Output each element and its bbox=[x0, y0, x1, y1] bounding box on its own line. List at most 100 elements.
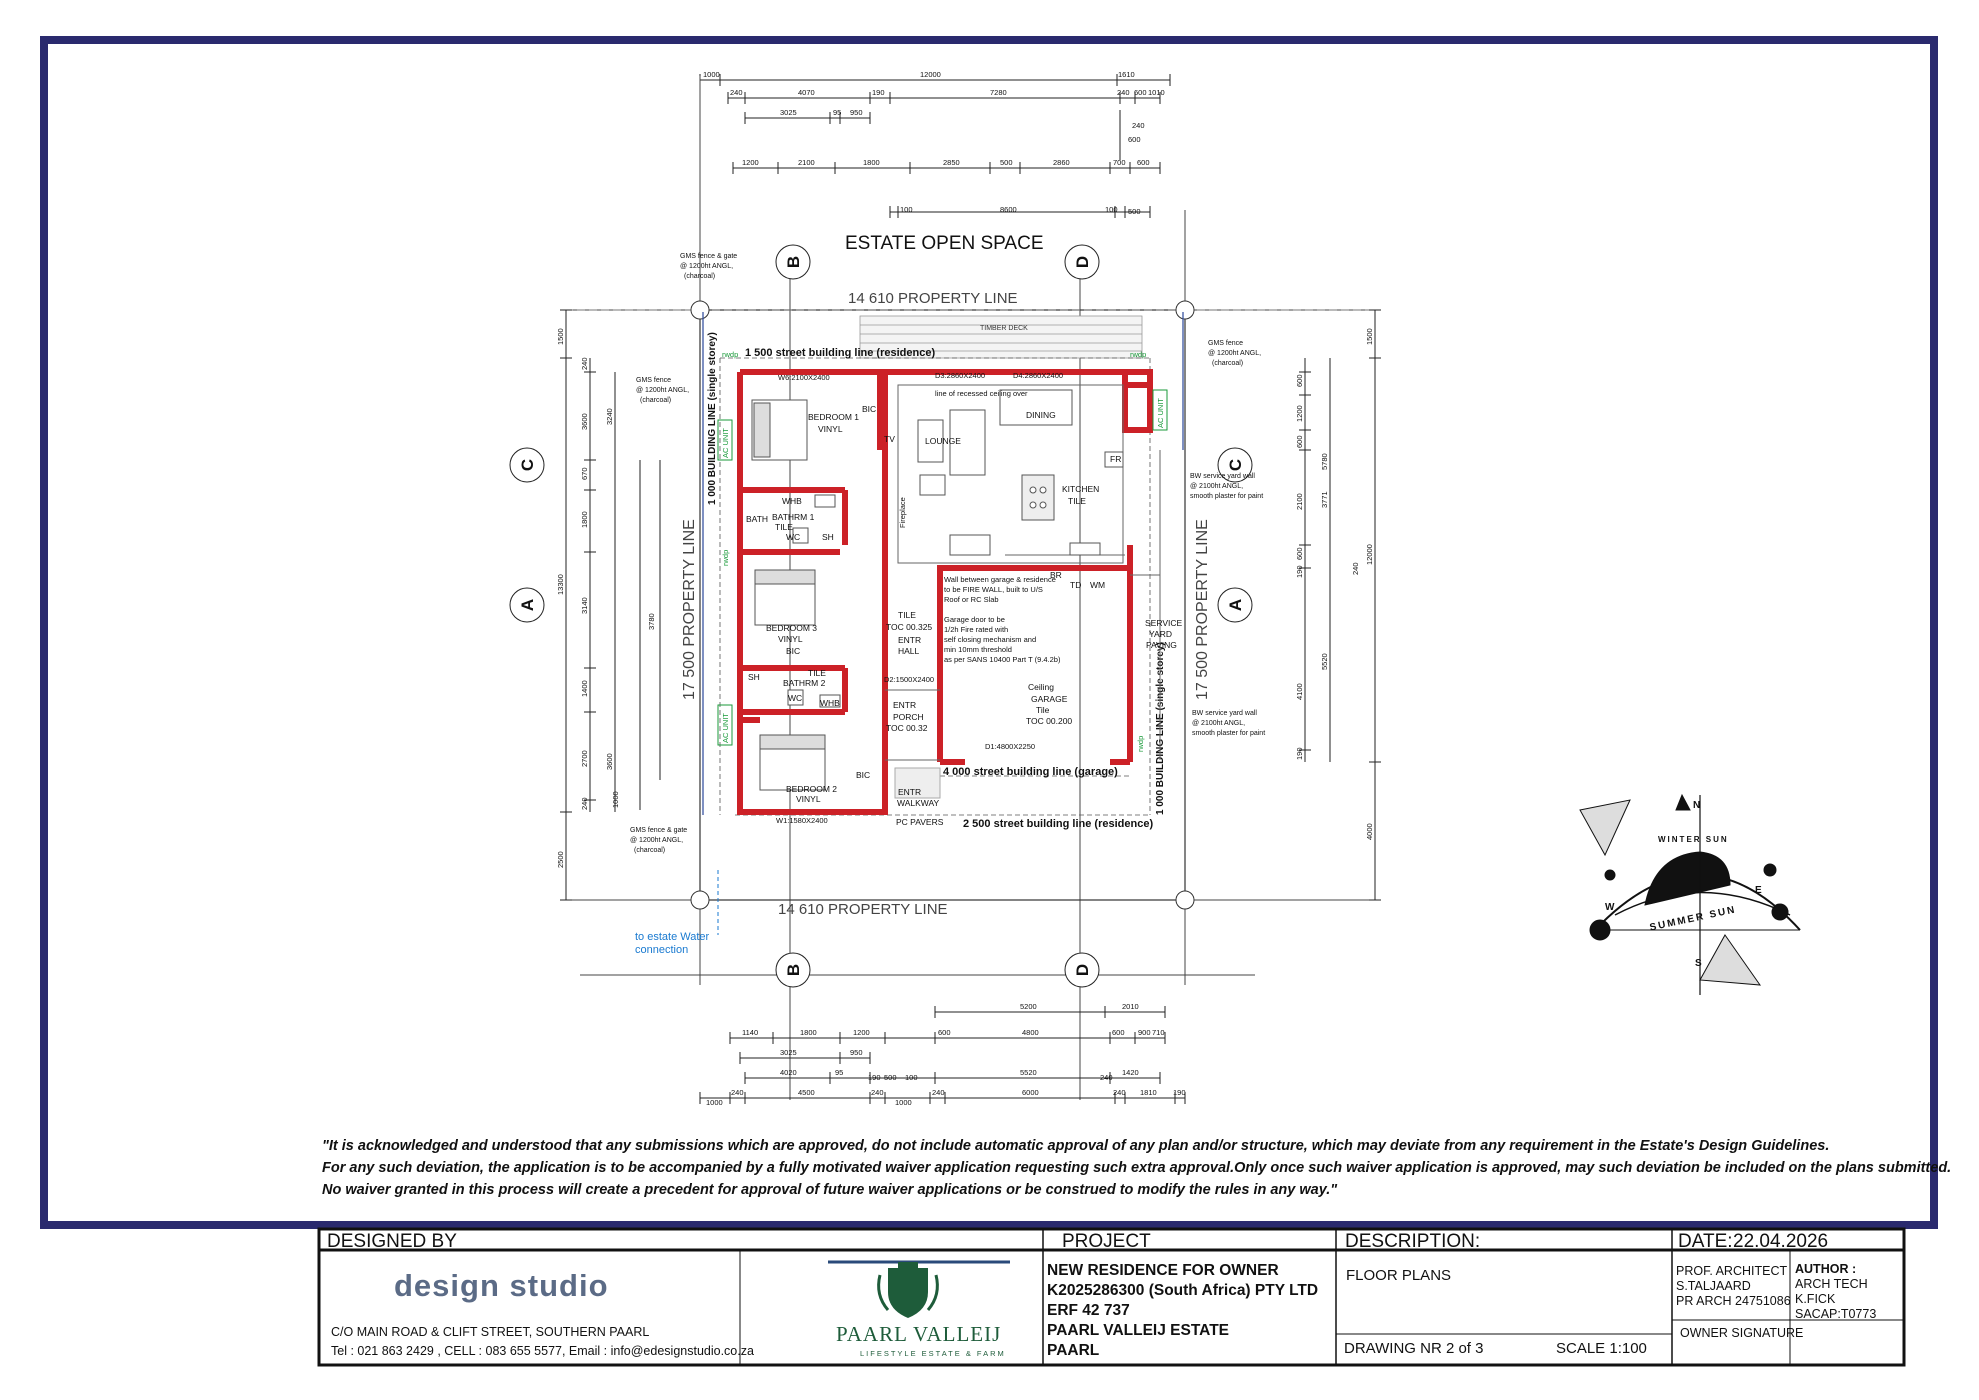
dim-right-mid-1: 600 bbox=[1295, 374, 1304, 387]
dim-bottom-r5-9: 1810 bbox=[1140, 1088, 1157, 1097]
dim-top-r3-2: 95 bbox=[833, 108, 841, 117]
whb-2 bbox=[819, 694, 841, 708]
furniture bbox=[751, 389, 1124, 791]
dim-bottom-r2-8: 710 bbox=[1152, 1028, 1165, 1037]
summer-sun-arc bbox=[1614, 891, 1791, 916]
bic-bedroom3: BIC bbox=[786, 646, 800, 656]
dim-left-outer-3: 2500 bbox=[556, 851, 565, 868]
bw-wall-top-3: smooth plaster for paint bbox=[1190, 493, 1263, 500]
ac-unit-dining: AC UNIT bbox=[1156, 398, 1165, 428]
dim-bottom-r1-2: 2010 bbox=[1122, 1002, 1139, 1011]
project-line-2: K2025286300 (South Africa) PTY LTD bbox=[1047, 1282, 1319, 1299]
pointer-bottom-right-icon bbox=[1699, 934, 1762, 986]
logo-subtitle: LIFESTYLE ESTATE & FARM bbox=[860, 1349, 1006, 1358]
project-label: PROJECT bbox=[1062, 1231, 1151, 1252]
garage-door-note-5: as per SANS 10400 Part T (9.4.2b) bbox=[944, 655, 1061, 664]
rwdp-left: rwdp bbox=[721, 550, 730, 566]
property-boundary bbox=[565, 300, 1380, 910]
garage-door-note-1: Garage door to be bbox=[944, 615, 1005, 624]
whb-2-label: WHB bbox=[820, 698, 840, 708]
summer-sunset-icon bbox=[1589, 919, 1611, 941]
dim-bottom-r4-7: 240 bbox=[1100, 1073, 1113, 1082]
garage-walls bbox=[937, 545, 1133, 765]
dim-left-mid-11: 240 bbox=[580, 797, 589, 810]
dim-left-mid-3: 670 bbox=[580, 467, 589, 480]
dim-bottom-r2-1: 1140 bbox=[742, 1028, 758, 1037]
building-line-left-label: 1 000 BUILDING LINE (single storey) bbox=[707, 332, 718, 505]
building-lines bbox=[719, 357, 1151, 816]
fire-wall-note-2: to be FIRE WALL, built to U/S bbox=[944, 585, 1043, 594]
street-line-bottom-label: 2 500 street building line (residence) bbox=[963, 818, 1153, 830]
grid-label-a-right: A bbox=[1226, 599, 1245, 611]
garage-door-note-4: min 10mm threshold bbox=[944, 645, 1012, 654]
dim-top-r2-1: 240 bbox=[730, 88, 743, 97]
dim-left-mid-4: 1800 bbox=[580, 511, 589, 528]
dim-bottom-r2-4: 600 bbox=[938, 1028, 951, 1037]
dim-bottom-r4-2: 95 bbox=[835, 1068, 843, 1077]
d1-label: D1:4800X2250 bbox=[985, 742, 1035, 751]
dim-right-inner-3: 5520 bbox=[1320, 653, 1329, 670]
sofa bbox=[949, 409, 986, 476]
grid-label-b-bottom: B bbox=[784, 964, 803, 976]
dim-bottom-r4-8: 1420 bbox=[1122, 1068, 1139, 1077]
dim-bottom-r4-3: 190 bbox=[868, 1073, 881, 1082]
fr-label: FR bbox=[1110, 454, 1121, 464]
dim-top-r2-2: 4070 bbox=[798, 88, 815, 97]
dim-top-r5-6: 2860 bbox=[1053, 158, 1070, 167]
dim-top-r4-1: 240 bbox=[1132, 121, 1145, 130]
property-line-left-label: 17 500 PROPERTY LINE bbox=[681, 519, 698, 700]
property-line-bottom-label: 14 610 PROPERTY LINE bbox=[778, 901, 948, 918]
dim-bottom-r4-5: 100 bbox=[905, 1073, 918, 1082]
bic-bedroom1: BIC bbox=[862, 404, 876, 414]
whb-1-label: WHB bbox=[782, 496, 802, 506]
dim-top-r6-3: 100 bbox=[1105, 205, 1118, 214]
whb-1 bbox=[814, 494, 836, 508]
disclaimer-line-3: No waiver granted in this process will c… bbox=[322, 1182, 1338, 1198]
service-yard-3: PAVING bbox=[1146, 640, 1177, 650]
disclaimer-line-2: For any such deviation, the application … bbox=[322, 1160, 1952, 1176]
opening-labels: W6:2100X2400 D3:2860X2400 D4:2860X2400 W… bbox=[776, 371, 1063, 825]
fire-wall-note-3: Roof or RC Slab bbox=[944, 595, 999, 604]
compass-s: S bbox=[1695, 958, 1702, 969]
compass-w: W bbox=[1605, 902, 1615, 913]
water-connection-2: connection bbox=[635, 944, 688, 956]
green-labels: AC UNIT AC UNIT AC UNIT rwdp rwdp rwdp r… bbox=[721, 350, 1165, 752]
dim-right-inner-4: 240 bbox=[1351, 562, 1360, 575]
timber-deck-label: TIMBER DECK bbox=[980, 325, 1028, 332]
residence-walls bbox=[737, 369, 1153, 815]
date-value: 22.04.2026 bbox=[1733, 1231, 1829, 1252]
project-line-3: ERF 42 737 bbox=[1047, 1302, 1130, 1319]
architect-line-1: PROF. ARCHITECT bbox=[1676, 1264, 1788, 1278]
top-dimensions: 1000 12000 1610 240 4070 190 7280 240 60… bbox=[699, 70, 1171, 218]
winter-sun-label: WINTER SUN bbox=[1658, 835, 1729, 844]
drawing-scale: SCALE 1:100 bbox=[1556, 1340, 1647, 1357]
dim-top-r5-1: 1200 bbox=[742, 158, 759, 167]
grid-marker-d-top bbox=[1064, 244, 1100, 280]
dim-right-mid-4: 2100 bbox=[1295, 493, 1304, 510]
room-labels: BEDROOM 1 VINYL BEDROOM 3 VINYL BEDROOM … bbox=[746, 389, 1182, 827]
dim-left-inner-6: 1000 bbox=[611, 791, 620, 808]
garage-1: Ceiling bbox=[1028, 682, 1054, 692]
architect-line-3: PR ARCH 24751086 bbox=[1676, 1294, 1791, 1308]
grid-label-c-right: C bbox=[1226, 459, 1245, 471]
bedroom3-label: BEDROOM 3 bbox=[766, 623, 817, 633]
dim-bottom-r5-4: 240 bbox=[871, 1088, 884, 1097]
dim-bottom-r2-6: 600 bbox=[1112, 1028, 1125, 1037]
gms-fence-bottom-left-2: @ 1200ht ANGL, bbox=[630, 837, 683, 844]
rwdp-garage: rwdp bbox=[1136, 736, 1145, 752]
sh-1-label: SH bbox=[822, 532, 834, 542]
dim-bottom-r1-1: 5200 bbox=[1020, 1002, 1037, 1011]
dim-top-2: 12000 bbox=[920, 70, 941, 79]
dim-bottom-r4-1: 4020 bbox=[780, 1068, 797, 1077]
pointer-top-left-icon bbox=[1579, 799, 1631, 857]
entr-hall-4: HALL bbox=[898, 646, 920, 656]
dim-left-inner-5: 3600 bbox=[605, 753, 614, 770]
bottom-dimensions: 5200 2010 1140 1800 1200 600 4800 600 90… bbox=[699, 1002, 1186, 1107]
grid-label-a-left: A bbox=[518, 599, 537, 611]
bedroom1-label: BEDROOM 1 bbox=[808, 412, 859, 422]
sheet-frame bbox=[40, 36, 1938, 1229]
bedroom2-floor: VINYL bbox=[796, 794, 821, 804]
bw-wall-top-2: @ 2100ht ANGL, bbox=[1190, 483, 1243, 490]
recessed-ceiling-label: line of recessed ceiling over bbox=[935, 389, 1028, 398]
dim-top-r2-3: 190 bbox=[872, 88, 885, 97]
